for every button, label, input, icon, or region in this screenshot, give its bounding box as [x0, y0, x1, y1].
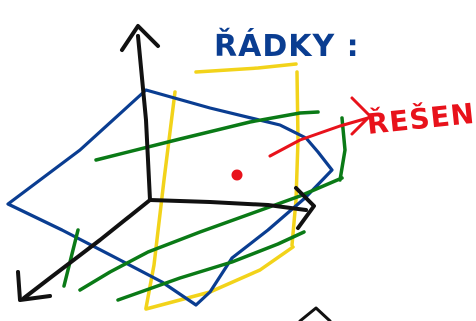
- y-axis-arrowhead: [18, 272, 50, 300]
- green-plane-top-edge: [96, 112, 318, 160]
- solution-point: [232, 170, 243, 181]
- solution-label: ŘEŠENÍ: [365, 95, 476, 141]
- solution-arrow: [270, 118, 368, 156]
- z-axis: [138, 36, 150, 200]
- bottom-caret: [300, 308, 330, 321]
- rows-label: ŘÁDKY :: [214, 28, 360, 64]
- yellow-plane-right-edge: [292, 72, 298, 245]
- y-axis: [24, 200, 150, 298]
- solution: ŘEŠENÍ: [232, 95, 476, 181]
- yellow-plane-top-edge: [196, 64, 296, 72]
